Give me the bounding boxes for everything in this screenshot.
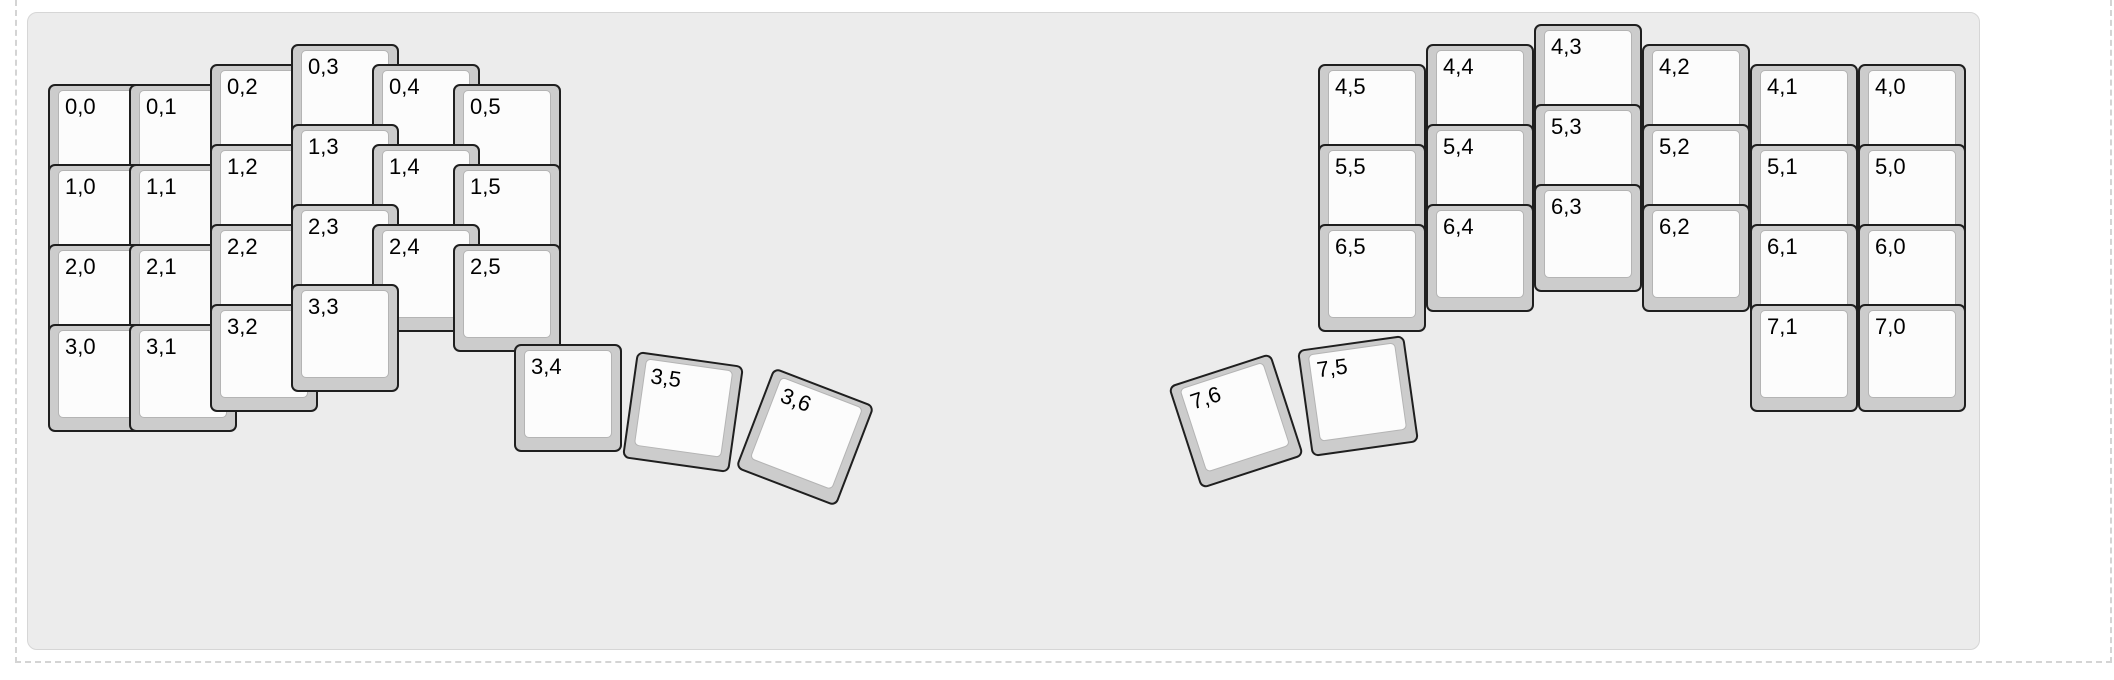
keycap-top: 7,5 [1307,342,1408,442]
key-legend: 7,0 [1875,314,1906,339]
keycap-top: 5,0 [1868,150,1956,238]
key-legend: 1,4 [389,154,420,179]
key-2-5[interactable]: 2,5 [453,244,561,352]
key-legend: 1,0 [65,174,96,199]
key-legend: 4,3 [1551,34,1582,59]
keycap-top: 6,0 [1868,230,1956,318]
keycap-top: 4,4 [1436,50,1524,138]
key-legend: 4,2 [1659,54,1690,79]
keycap-top: 7,0 [1868,310,1956,398]
key-legend: 3,1 [146,334,177,359]
key-legend: 5,4 [1443,134,1474,159]
key-legend: 6,3 [1551,194,1582,219]
key-legend: 7,5 [1315,353,1350,383]
key-legend: 1,2 [227,154,258,179]
key-7-1[interactable]: 7,1 [1750,304,1858,412]
key-legend: 7,6 [1187,381,1225,415]
key-legend: 0,5 [470,94,501,119]
keycap-top: 5,2 [1652,130,1740,218]
key-legend: 3,2 [227,314,258,339]
key-legend: 2,3 [308,214,339,239]
key-3-6[interactable]: 3,6 [735,367,875,507]
key-legend: 3,0 [65,334,96,359]
key-legend: 0,3 [308,54,339,79]
key-7-6[interactable]: 7,6 [1167,352,1305,490]
key-legend: 3,5 [649,363,683,393]
key-legend: 2,4 [389,234,420,259]
key-legend: 2,1 [146,254,177,279]
key-legend: 3,4 [531,354,562,379]
key-6-4[interactable]: 6,4 [1426,204,1534,312]
key-legend: 4,5 [1335,74,1366,99]
keycap-top: 6,3 [1544,190,1632,278]
key-legend: 6,1 [1767,234,1798,259]
key-legend: 6,5 [1335,234,1366,259]
keycap-top: 3,5 [633,358,734,458]
key-legend: 6,2 [1659,214,1690,239]
key-legend: 4,1 [1767,74,1798,99]
keycap-top: 4,0 [1868,70,1956,158]
key-legend: 1,1 [146,174,177,199]
keycap-top: 7,1 [1760,310,1848,398]
keycap-top: 3,4 [524,350,612,438]
key-legend: 2,5 [470,254,501,279]
key-legend: 0,4 [389,74,420,99]
keycap-top: 4,3 [1544,30,1632,118]
key-3-3[interactable]: 3,3 [291,284,399,392]
key-legend: 3,3 [308,294,339,319]
key-legend: 1,5 [470,174,501,199]
key-legend: 5,5 [1335,154,1366,179]
keycap-top: 5,4 [1436,130,1524,218]
keycap-top: 4,1 [1760,70,1848,158]
keyboard-layout-board: 0,0 0,1 0,2 0,3 0,4 0,5 1,0 1,1 1,2 1,3 1,4 1,5 2,0 2… [27,12,1980,650]
key-legend: 1,3 [308,134,339,159]
key-3-5[interactable]: 3,5 [622,351,744,473]
key-legend: 0,0 [65,94,96,119]
key-legend: 2,0 [65,254,96,279]
key-7-5[interactable]: 7,5 [1297,335,1419,457]
keycap-top: 6,1 [1760,230,1848,318]
key-legend: 0,2 [227,74,258,99]
keycap-top: 5,5 [1328,150,1416,238]
keycap-top: 3,3 [301,290,389,378]
keycap-top: 5,3 [1544,110,1632,198]
keycap-top: 7,6 [1179,361,1291,473]
layout-editor-frame [15,0,2112,663]
key-legend: 6,4 [1443,214,1474,239]
key-legend: 5,0 [1875,154,1906,179]
keycap-top: 6,2 [1652,210,1740,298]
key-6-1[interactable]: 6,1 [1750,224,1858,332]
key-6-5[interactable]: 6,5 [1318,224,1426,332]
key-7-0[interactable]: 7,0 [1858,304,1966,412]
key-6-2[interactable]: 6,2 [1642,204,1750,312]
key-legend: 5,2 [1659,134,1690,159]
key-legend: 4,4 [1443,54,1474,79]
key-legend: 0,1 [146,94,177,119]
key-legend: 5,3 [1551,114,1582,139]
key-legend: 2,2 [227,234,258,259]
keycap-top: 4,2 [1652,50,1740,138]
keycap-top: 6,4 [1436,210,1524,298]
key-legend: 6,0 [1875,234,1906,259]
key-legend: 5,1 [1767,154,1798,179]
keycap-top: 5,1 [1760,150,1848,238]
keycap-top: 3,6 [749,376,864,491]
key-legend: 7,1 [1767,314,1798,339]
key-3-4[interactable]: 3,4 [514,344,622,452]
keycap-top: 6,5 [1328,230,1416,318]
key-6-3[interactable]: 6,3 [1534,184,1642,292]
key-legend: 3,6 [777,382,815,417]
key-legend: 4,0 [1875,74,1906,99]
keycap-top: 2,5 [463,250,551,338]
